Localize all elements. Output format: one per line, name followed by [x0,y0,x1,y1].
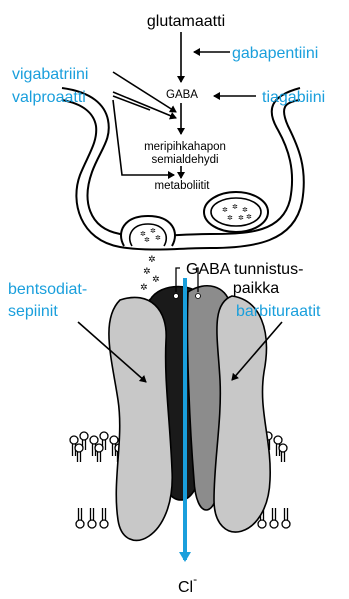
vigabatrin-label: vigabatriini [12,66,88,83]
svg-text:✲: ✲ [238,214,244,222]
receptor-subunit-right [214,296,270,532]
gaba-binding-site-right [196,294,201,299]
fusing-vesicle: ✲✲✲✲ [121,216,175,246]
gabapentin-label: gabapentiini [232,45,318,62]
svg-text:✲: ✲ [143,267,151,277]
valproate-label: valproaatti [12,89,86,106]
gaba-label: GABA [166,89,198,101]
synaptic-vesicle: ✲✲✲ ✲✲✲ [204,192,268,232]
svg-text:✲: ✲ [246,213,252,221]
benzodiazepines-label-line2: sepiinit [8,303,58,320]
tiagabine-label: tiagabiini [262,89,325,106]
svg-text:✲: ✲ [232,203,238,211]
chloride-symbol: Cl [178,579,193,596]
receptor-subunit-left [109,297,172,540]
gaba-a-receptor [109,286,270,541]
presynaptic-terminal [62,88,304,250]
lipid-layer-upper-left [70,432,123,462]
glutamate-label: glutamaatti [147,13,225,30]
svg-text:✲: ✲ [148,255,156,265]
gaba-binding-site-left [174,294,179,299]
benzodiazepines-label-line1: bentsodiat- [8,281,87,298]
semialdehyde-label-line2: semialdehydi [151,154,218,166]
svg-text:✲: ✲ [222,206,228,214]
svg-text:✲: ✲ [140,283,148,293]
arrow-valproate-2 [113,96,150,110]
svg-text:✲: ✲ [144,236,150,244]
barbiturates-label: barbituraatit [236,303,321,320]
lipid-layer-lower-left [76,508,108,528]
svg-text:✲: ✲ [227,214,233,222]
svg-text:✲: ✲ [152,275,160,285]
svg-text:✲: ✲ [155,234,161,242]
chloride-ion-label: Cl- [178,572,197,596]
chloride-charge: - [193,572,197,586]
binding-site-label-line1: GABA tunnistus- [186,261,303,278]
semialdehyde-label-line1: meripihkahapon [144,141,226,153]
metabolites-label: metaboliitit [155,180,211,192]
binding-site-label-line2: paikka [233,280,279,297]
